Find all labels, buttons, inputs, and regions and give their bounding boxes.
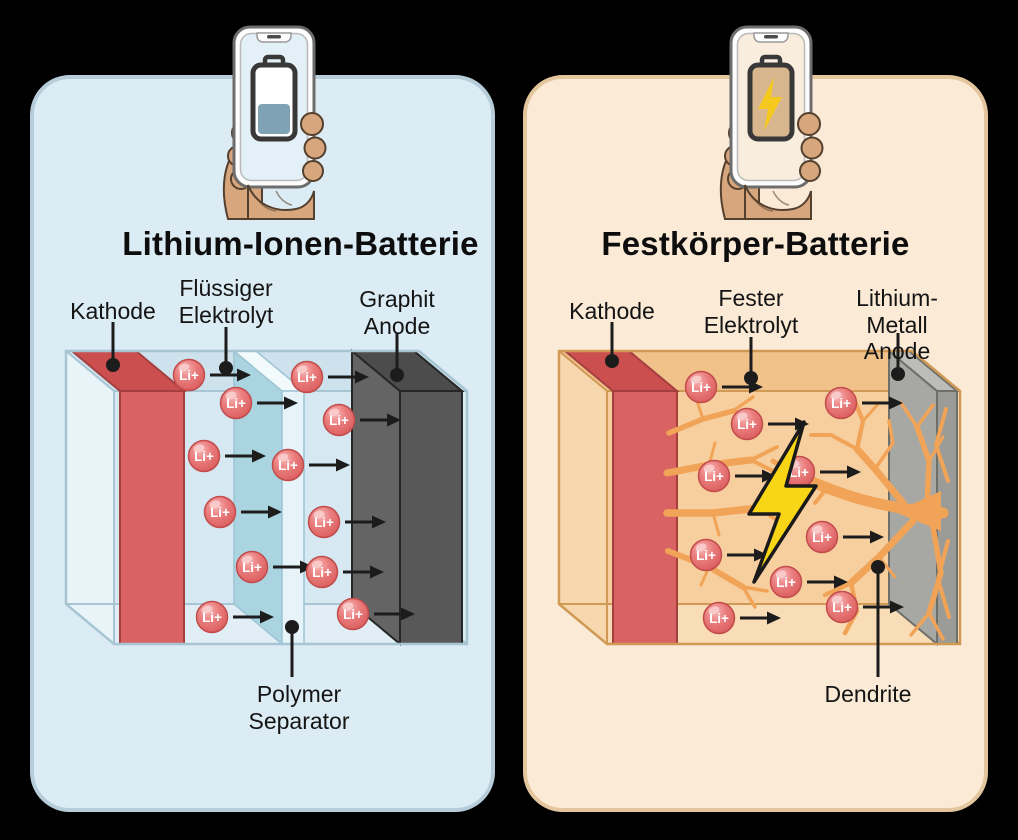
svg-text:Li+: Li+: [312, 565, 332, 580]
ion-arrowhead: [767, 611, 781, 625]
ion-arrowhead: [336, 458, 350, 472]
li-ion-particle: Li+: [203, 495, 282, 529]
hand-fingers: [744, 112, 824, 220]
label-separator: Polymer Separator: [248, 681, 350, 734]
svg-text:Li+: Li+: [691, 380, 711, 395]
svg-text:Li+: Li+: [297, 370, 317, 385]
svg-text:Li+: Li+: [709, 611, 729, 626]
ion-arrowhead: [284, 396, 298, 410]
anode-slab-graphite: [349, 348, 465, 647]
ion-arrowhead: [355, 370, 369, 384]
panel-lithium-ion: Lithium-Ionen-Batterie: [30, 25, 495, 812]
ion-arrowhead: [870, 530, 884, 544]
li-ion-particle: Li+: [271, 448, 350, 482]
svg-text:Li+: Li+: [179, 368, 199, 383]
panel-title: Festkörper-Batterie: [601, 225, 910, 262]
panel-title: Lithium-Ionen-Batterie: [122, 225, 479, 262]
smartphone-icon: [232, 25, 316, 189]
li-ion-particle: Li+: [730, 407, 809, 441]
label-cathode: Kathode: [569, 298, 655, 324]
li-ion-particle: Li+: [689, 538, 768, 572]
ion-arrowhead: [762, 469, 776, 483]
svg-text:Li+: Li+: [737, 417, 757, 432]
li-ion-particle: Li+: [825, 590, 904, 624]
svg-text:Li+: Li+: [832, 600, 852, 615]
label-anode: Graphit Anode: [359, 286, 435, 339]
panel-solid-state: Festkörper-Batterie: [523, 25, 988, 812]
label-electrolyte: Flüssiger Elektrolyt: [178, 275, 274, 328]
hand-fingers: [247, 112, 327, 220]
svg-text:Li+: Li+: [194, 449, 214, 464]
svg-text:Li+: Li+: [343, 607, 363, 622]
ion-arrowhead: [834, 575, 848, 589]
svg-text:Li+: Li+: [278, 458, 298, 473]
svg-text:Li+: Li+: [696, 548, 716, 563]
li-ion-particle: Li+: [195, 600, 274, 634]
ion-arrowhead: [237, 368, 251, 382]
li-ion-particle: Li+: [824, 386, 903, 420]
li-ion-particle: Li+: [702, 601, 781, 635]
svg-text:Li+: Li+: [202, 610, 222, 625]
svg-text:Li+: Li+: [776, 575, 796, 590]
ion-arrowhead: [370, 565, 384, 579]
svg-text:Li+: Li+: [831, 396, 851, 411]
solid-state-battery-diagram: Li+ Li+ Li+ Li+ Li+ Li+ Li+ Li+ Li+ Li+: [557, 322, 962, 677]
label-anode: Lithium-Metall Anode: [856, 285, 938, 365]
cell-box-outline: [557, 349, 962, 646]
svg-text:Li+: Li+: [242, 560, 262, 575]
svg-text:Li+: Li+: [812, 530, 832, 545]
label-dendrite: Dendrite: [824, 681, 912, 707]
ion-arrowhead: [387, 413, 401, 427]
ion-arrowhead: [268, 505, 282, 519]
li-ion-particle: Li+: [805, 520, 884, 554]
li-ion-particle: Li+: [290, 360, 369, 394]
label-leader-lines: [605, 322, 905, 677]
smartphone-icon: [729, 25, 813, 189]
ion-arrowhead: [889, 396, 903, 410]
label-electrolyte: Fester Elektrolyt: [703, 285, 799, 338]
ion-arrowhead: [372, 515, 386, 529]
li-ion-particle: Li+: [172, 358, 251, 392]
battery-charged-icon: [747, 54, 795, 142]
ion-arrowhead: [260, 610, 274, 624]
label-leader-lines: [106, 322, 404, 677]
battery-level-fill: [258, 104, 290, 134]
li-ion-battery-diagram: Li+ Li+ Li+ Li+ Li+ Li+ Li+ Li+ Li+ Li+ Li+ Li+: [64, 322, 469, 677]
li-ion-layer: Li+ Li+ Li+ Li+ Li+ Li+ Li+ Li+ Li+ Li+: [684, 370, 904, 635]
svg-text:Li+: Li+: [314, 515, 334, 530]
hand-holding-phone-icon: [222, 25, 327, 220]
li-ion-particle: Li+: [336, 597, 415, 631]
li-ion-particle: Li+: [187, 439, 266, 473]
li-ion-particle: Li+: [322, 403, 401, 437]
ion-arrowhead: [890, 600, 904, 614]
li-ion-particle: Li+: [307, 505, 386, 539]
svg-text:Li+: Li+: [704, 469, 724, 484]
hand-holding-phone-icon: [719, 25, 824, 220]
ion-arrowhead: [754, 548, 768, 562]
svg-text:Li+: Li+: [226, 396, 246, 411]
svg-text:Li+: Li+: [210, 505, 230, 520]
label-cathode: Kathode: [70, 298, 156, 324]
svg-text:Li+: Li+: [329, 413, 349, 428]
short-circuit-bolt-icon: [747, 420, 818, 584]
speaker-slot: [267, 35, 281, 39]
cathode-slab: [562, 350, 680, 645]
svg-text:Li+: Li+: [789, 465, 809, 480]
li-ion-particle: Li+: [305, 555, 384, 589]
ion-arrowhead: [252, 449, 266, 463]
dendrites: [663, 394, 951, 641]
li-ion-particle: Li+: [769, 565, 848, 599]
speaker-slot: [764, 35, 778, 39]
li-ion-particle: Li+: [219, 386, 298, 420]
battery-half-icon: [250, 54, 298, 142]
ion-arrowhead: [847, 465, 861, 479]
li-ion-particle: Li+: [697, 459, 776, 493]
li-ion-layer: Li+ Li+ Li+ Li+ Li+ Li+ Li+ Li+ Li+ Li+ Li+ Li+: [172, 358, 415, 634]
ion-arrowhead: [401, 607, 415, 621]
cell-box-outline: [64, 349, 469, 646]
li-ion-particle: Li+: [235, 550, 314, 584]
lightning-bolt-icon: [758, 77, 782, 131]
